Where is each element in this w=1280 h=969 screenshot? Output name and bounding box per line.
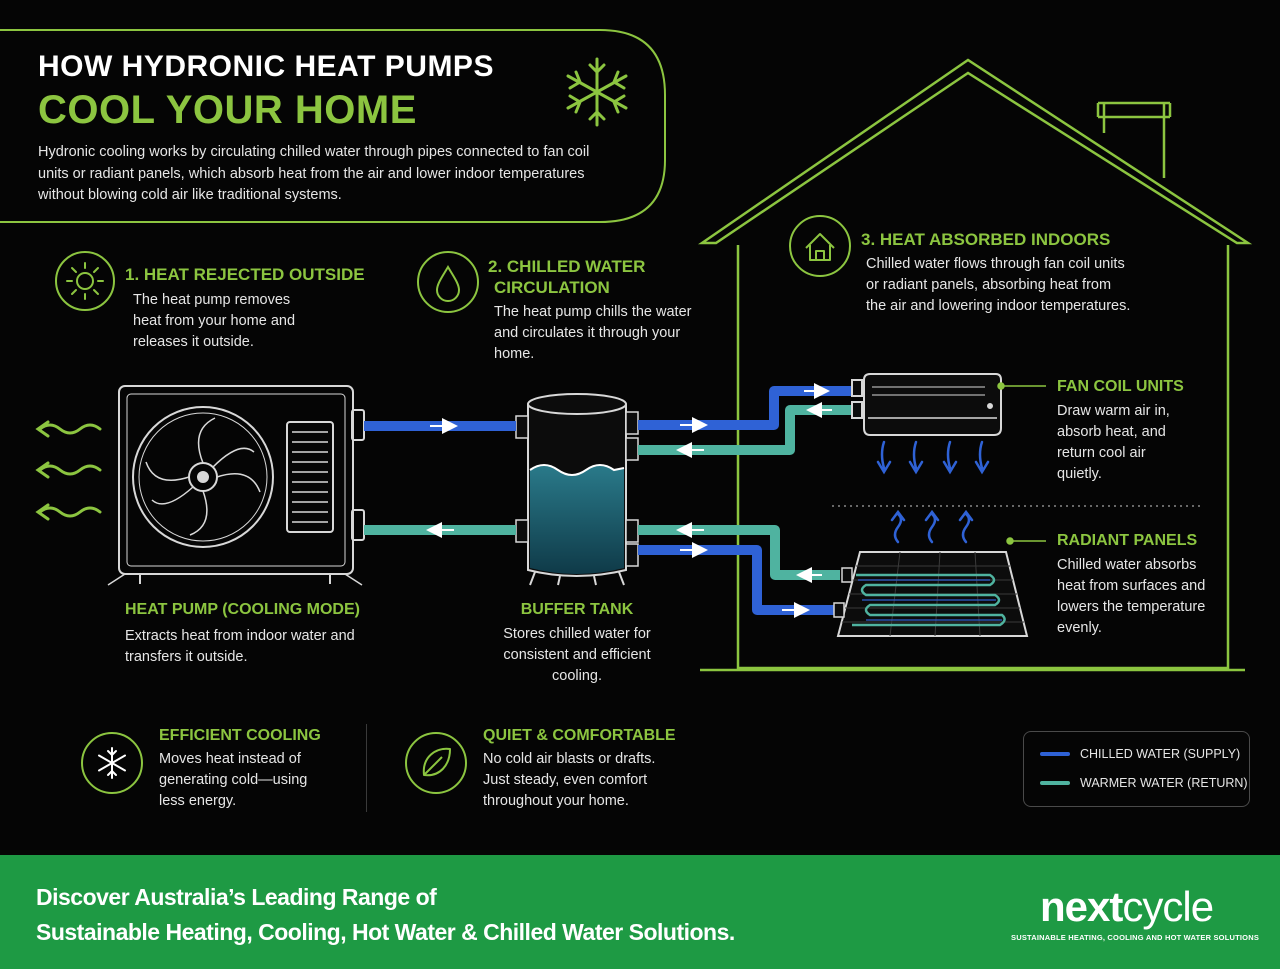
pipes-fan-coil: [638, 386, 852, 455]
heat-pump-unit: [107, 385, 365, 586]
sun-icon: [55, 251, 115, 311]
label-connectors: [997, 382, 1046, 545]
benefit-1-text: Moves heat instead of generating cold—us…: [159, 751, 308, 809]
header-description: Hydronic cooling works by circulating ch…: [38, 144, 590, 203]
rising-heat-arrows: [890, 509, 974, 544]
footer-line-2: Sustainable Heating, Cooling, Hot Water …: [36, 919, 735, 945]
legend-return-label: WARMER WATER (RETURN): [1080, 776, 1248, 790]
radiant-panels-title: RADIANT PANELS: [1057, 532, 1198, 549]
logo-bold: next: [1040, 883, 1123, 930]
benefit-2-title: QUIET & COMFORTABLE: [483, 727, 676, 744]
logo-tagline: SUSTAINABLE HEATING, COOLING AND HOT WAT…: [1011, 933, 1260, 942]
header-title: HOW HYDRONIC HEAT PUMPS: [38, 50, 494, 83]
legend-return: WARMER WATER (RETURN): [1040, 776, 1248, 790]
fan-coil-unit: [851, 373, 1002, 436]
buffer-tank: [515, 393, 639, 586]
step-2-title-line2: CIRCULATION: [494, 278, 610, 297]
benefit-leaf-icon: [405, 732, 467, 794]
legend: CHILLED WATER (SUPPLY) WARMER WATER (RET…: [1023, 731, 1250, 807]
flow-arrows: [426, 383, 832, 618]
footer-banner: [0, 855, 1280, 969]
step-1-text: The heat pump removes heat from your hom…: [133, 292, 296, 350]
fan-coil-text: Draw warm air in, absorb heat, and retur…: [1057, 403, 1170, 482]
logo-light: cycle: [1122, 883, 1214, 930]
snowflake-icon: [566, 57, 628, 127]
benefit-snowflake-icon: [81, 732, 143, 794]
buffer-tank-text: Stores chilled water for consistent and …: [503, 626, 651, 684]
heat-pump-text: Extracts heat from indoor water and tran…: [125, 628, 355, 665]
heat-pump-title: HEAT PUMP (COOLING MODE): [125, 601, 360, 618]
radiant-panel: [833, 551, 1029, 637]
cool-air-arrows: [876, 440, 990, 475]
house-icon: [789, 215, 851, 277]
footer-tagline: Discover Australia’s Leading Range of Su…: [36, 880, 735, 950]
header-frame: [0, 29, 666, 223]
heat-rejected-arrows: [35, 420, 102, 521]
legend-supply: CHILLED WATER (SUPPLY): [1040, 747, 1240, 761]
chimney: [1096, 101, 1172, 178]
radiant-panels-text: Chilled water absorbs heat from surfaces…: [1057, 557, 1206, 636]
house-outline: [697, 58, 1253, 245]
legend-supply-label: CHILLED WATER (SUPPLY): [1080, 747, 1241, 761]
legend-return-swatch: [1040, 781, 1070, 785]
pipes-pump-tank: [364, 421, 516, 535]
footer-line-1: Discover Australia’s Leading Range of: [36, 884, 437, 910]
buffer-tank-title: BUFFER TANK: [520, 601, 634, 618]
legend-supply-swatch: [1040, 752, 1070, 756]
step-3-text: Chilled water flows through fan coil uni…: [866, 256, 1131, 314]
step-1-title: 1. HEAT REJECTED OUTSIDE: [125, 265, 365, 284]
benefit-2-text: No cold air blasts or drafts. Just stead…: [483, 751, 656, 809]
step-2-title-line1: 2. CHILLED WATER: [488, 257, 646, 276]
step-3-title: 3. HEAT ABSORBED INDOORS: [861, 230, 1111, 249]
benefit-1-title: EFFICIENT COOLING: [159, 727, 321, 744]
brand-logo[interactable]: nextcycle: [1040, 883, 1214, 931]
water-drop-icon: [417, 251, 479, 313]
house-walls: [736, 245, 1230, 670]
fan-coil-title: FAN COIL UNITS: [1057, 378, 1184, 395]
benefit-divider: [366, 724, 367, 812]
step-2-text: The heat pump chills the water and circu…: [494, 304, 692, 362]
header-subtitle: COOL YOUR HOME: [38, 88, 417, 132]
